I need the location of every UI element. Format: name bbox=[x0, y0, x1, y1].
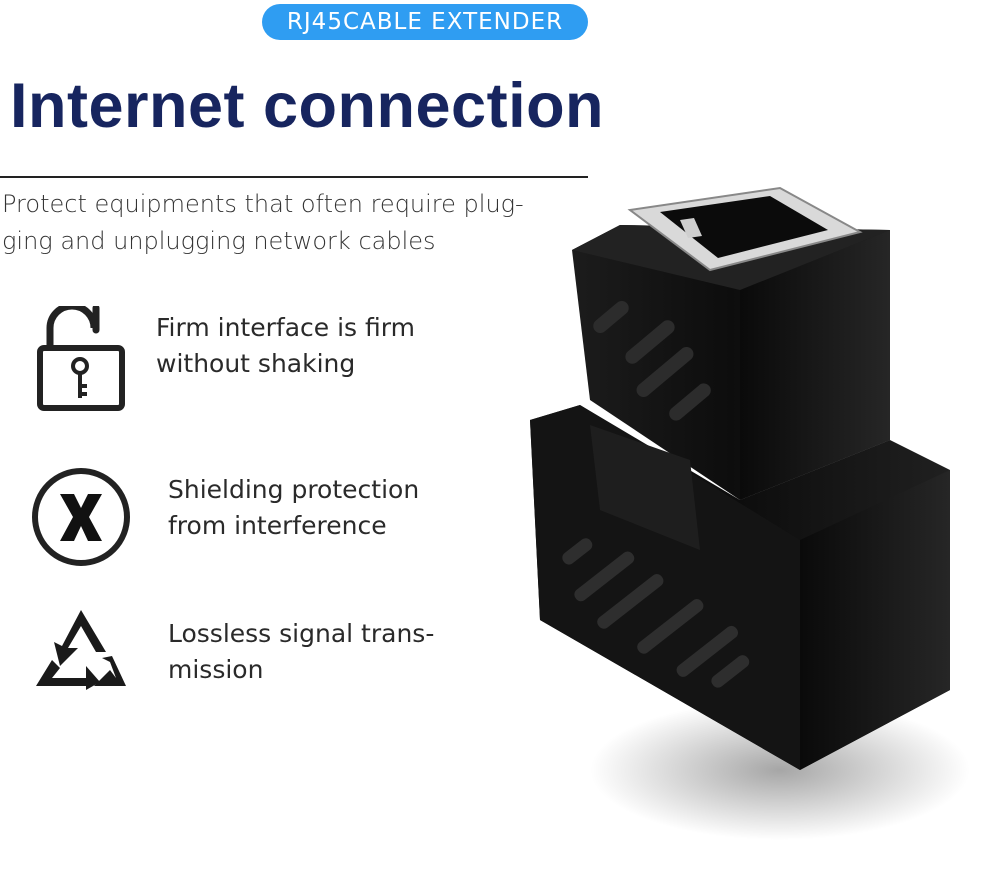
lower-vents bbox=[562, 538, 750, 688]
feature-2-line-2: from interference bbox=[168, 511, 387, 540]
page-title: Internet connection bbox=[10, 71, 605, 141]
product-shadow bbox=[590, 700, 970, 840]
upper-vents bbox=[593, 301, 711, 421]
intro-line-2: ging and unplugging network cables bbox=[2, 227, 436, 255]
feature-3-line-1: Lossless signal trans- bbox=[168, 619, 435, 648]
x-circle-icon bbox=[32, 468, 130, 566]
feature-firm-interface: Firm interface is firm without shaking bbox=[156, 310, 415, 382]
feature-1-line-1: Firm interface is firm bbox=[156, 313, 415, 342]
divider bbox=[0, 176, 588, 178]
intro-text: Protect equipments that often require pl… bbox=[2, 186, 562, 260]
padlock-key-icon bbox=[37, 306, 125, 411]
intro-line-1: Protect equipments that often require pl… bbox=[2, 190, 524, 218]
triangle-arrows-icon bbox=[36, 610, 126, 690]
feature-lossless: Lossless signal trans- mission bbox=[168, 616, 434, 688]
feature-shielding: Shielding protection from interference bbox=[168, 472, 419, 544]
feature-1-line-2: without shaking bbox=[156, 349, 356, 378]
feature-3-line-2: mission bbox=[168, 655, 264, 684]
product-badge: RJ45CABLE EXTENDER bbox=[262, 4, 588, 40]
feature-2-line-1: Shielding protection bbox=[168, 475, 420, 504]
rj45-splitter-image bbox=[530, 186, 970, 840]
